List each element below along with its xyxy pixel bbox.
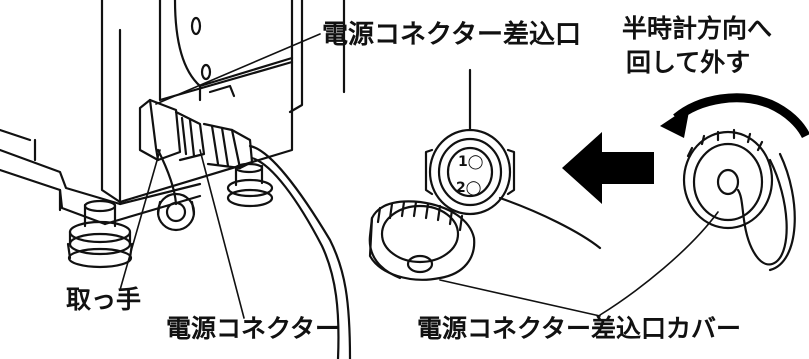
unit-foot-left	[66, 199, 134, 269]
port-cover-label: 電源コネクター差込口カバー	[417, 314, 742, 343]
connector-port-label: 電源コネクター差込口	[322, 20, 581, 50]
rotate-instruction-line1: 半時計方向へ	[622, 14, 773, 43]
rotate-instruction-line2: 回して外す	[626, 48, 751, 77]
removed-port-cover	[368, 200, 476, 281]
plugged-connector	[138, 98, 352, 359]
unit-housing	[100, 0, 346, 204]
socket-pin-2-label: 2◯	[456, 180, 481, 196]
counterclockwise-arrow-icon	[660, 93, 809, 139]
unit-base-frame	[0, 128, 202, 226]
socket-pin-1-label: 1◯	[458, 154, 483, 170]
rotating-cap	[682, 128, 796, 272]
leader-lines	[119, 33, 719, 319]
connector-label: 電源コネクター	[166, 314, 341, 343]
handle-label: 取っ手	[66, 285, 142, 314]
left-arrow-icon	[562, 132, 654, 204]
connector-socket	[424, 68, 602, 250]
hanging-connector-cap	[156, 148, 196, 232]
unit-foot-right	[226, 162, 274, 208]
